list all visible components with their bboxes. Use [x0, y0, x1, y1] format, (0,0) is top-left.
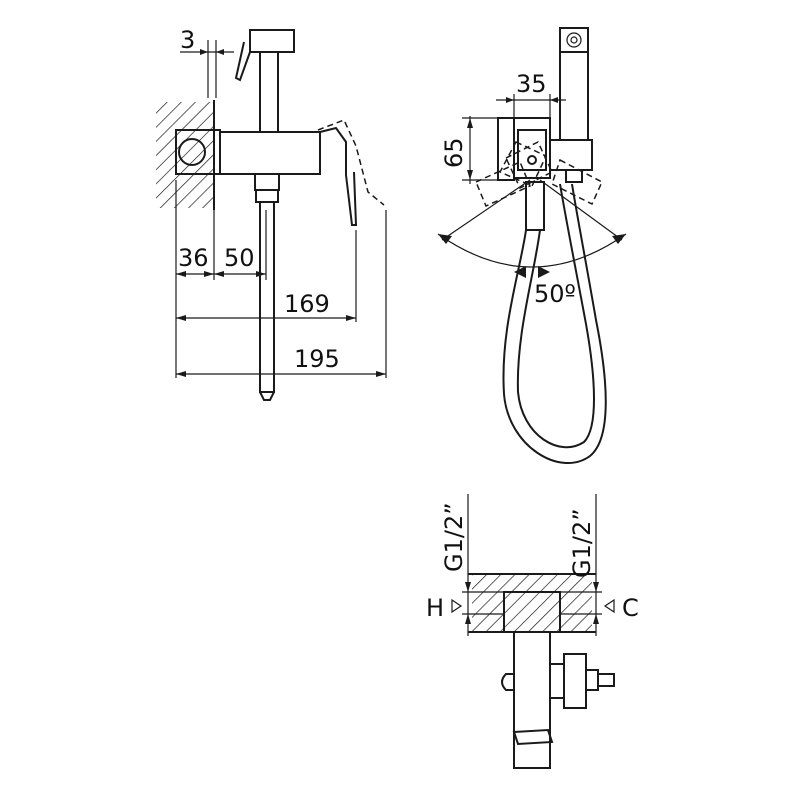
outlet-nut — [254, 173, 280, 191]
hose — [502, 183, 607, 465]
dim-wall-to-valve: 36 — [178, 244, 209, 272]
front-holder-top — [559, 27, 589, 53]
inlet-circle — [178, 138, 206, 166]
holder-clip — [234, 41, 251, 82]
dim-lever-angle: 50º — [534, 280, 576, 308]
holder-stem — [259, 51, 279, 133]
side-view: 3 36 50 169 195 — [156, 26, 387, 401]
front-view: 35 65 50º — [437, 27, 627, 465]
outlet-pipe — [259, 201, 275, 393]
dim-body-width: 35 — [516, 70, 547, 98]
valve-body — [219, 131, 321, 175]
plan-holder — [563, 653, 587, 709]
lever-open-position — [317, 119, 385, 206]
angle-arc — [437, 233, 627, 268]
marker-cold: C — [622, 594, 639, 622]
holder-logo-icon — [566, 32, 582, 48]
dim-valve-to-outlet: 50 — [224, 244, 255, 272]
holder-head — [249, 29, 295, 53]
plan-wall-hatch — [472, 574, 592, 632]
dim-overall: 195 — [294, 345, 340, 373]
marker-cold-arrow — [603, 598, 615, 614]
plan-view: G1/2” G1/2” H C — [426, 494, 639, 769]
dim-wall-gap: 3 — [180, 26, 195, 54]
lever — [319, 126, 358, 226]
marker-hot: H — [426, 594, 444, 622]
dim-body-height: 65 — [440, 137, 468, 168]
dim-to-lever: 169 — [284, 290, 330, 318]
plan-valve-body — [513, 631, 551, 769]
front-holder-bar — [559, 51, 589, 141]
thread-label-right: G1/2” — [568, 508, 596, 578]
thread-label-left: G1/2” — [440, 502, 468, 572]
marker-hot-arrow — [451, 598, 463, 614]
